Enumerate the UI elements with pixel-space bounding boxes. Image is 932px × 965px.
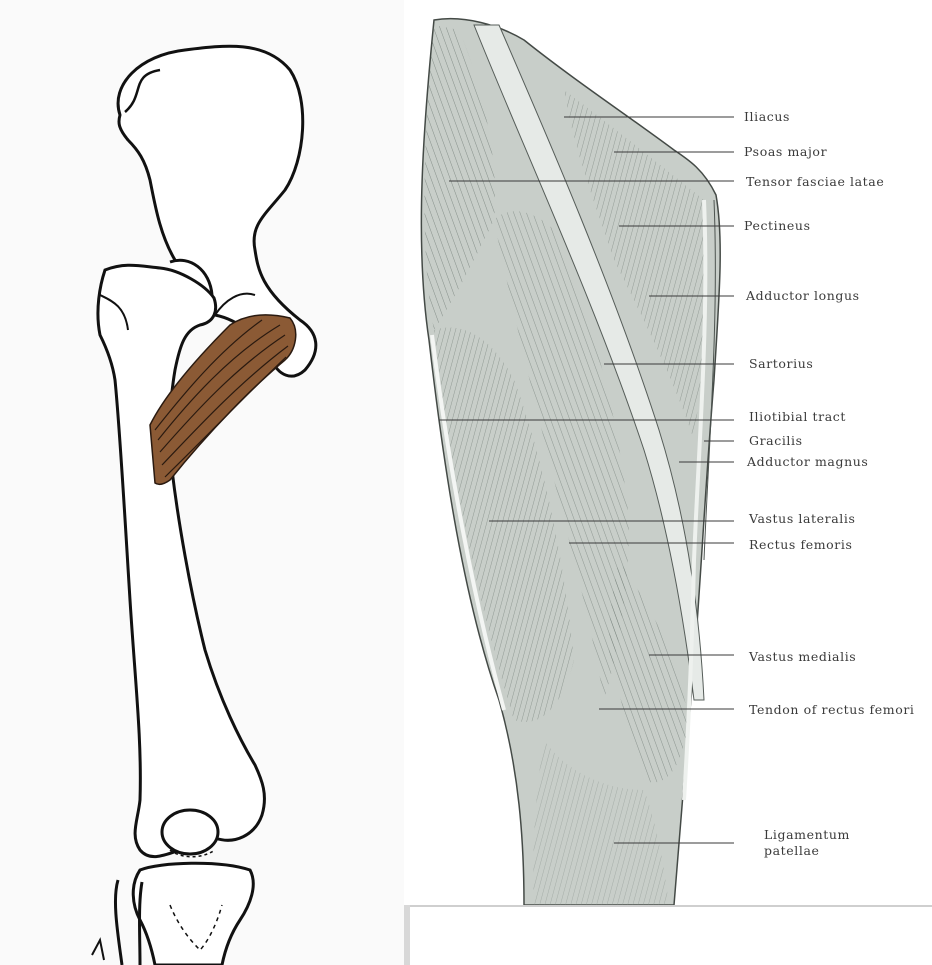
femur-illustration (0, 0, 404, 965)
tibia-bone (133, 863, 253, 965)
label-tendon-rectus-femoris: Tendon of rectus femori (749, 702, 915, 717)
label-rectus-femoris: Rectus femoris (749, 537, 852, 552)
label-vastus-lateralis: Vastus lateralis (748, 511, 856, 526)
label-iliacus: Iliacus (744, 109, 790, 124)
panel-border (404, 905, 410, 965)
patella-bone (162, 810, 218, 854)
label-adductor-longus: Adductor longus (745, 288, 860, 303)
label-tensor-fasciae-latae: Tensor fasciae latae (746, 174, 884, 189)
label-psoas-major: Psoas major (744, 144, 827, 159)
blank-strip (404, 905, 932, 965)
label-sartorius: Sartorius (749, 356, 813, 371)
thigh-illustration: Iliacus Psoas major Tensor fasciae latae… (404, 0, 932, 910)
label-ligamentum-line2: patellae (764, 843, 820, 858)
femur-panel (0, 0, 404, 965)
label-adductor-magnus: Adductor magnus (746, 454, 868, 469)
label-ligamentum-line1: Ligamentum (764, 827, 850, 842)
label-vastus-medialis: Vastus medialis (748, 649, 856, 664)
label-pectineus: Pectineus (744, 218, 811, 233)
thigh-muscle-panel: Iliacus Psoas major Tensor fasciae latae… (404, 0, 932, 910)
label-iliotibial-tract: Iliotibial tract (749, 409, 846, 424)
label-gracilis: Gracilis (749, 433, 803, 448)
